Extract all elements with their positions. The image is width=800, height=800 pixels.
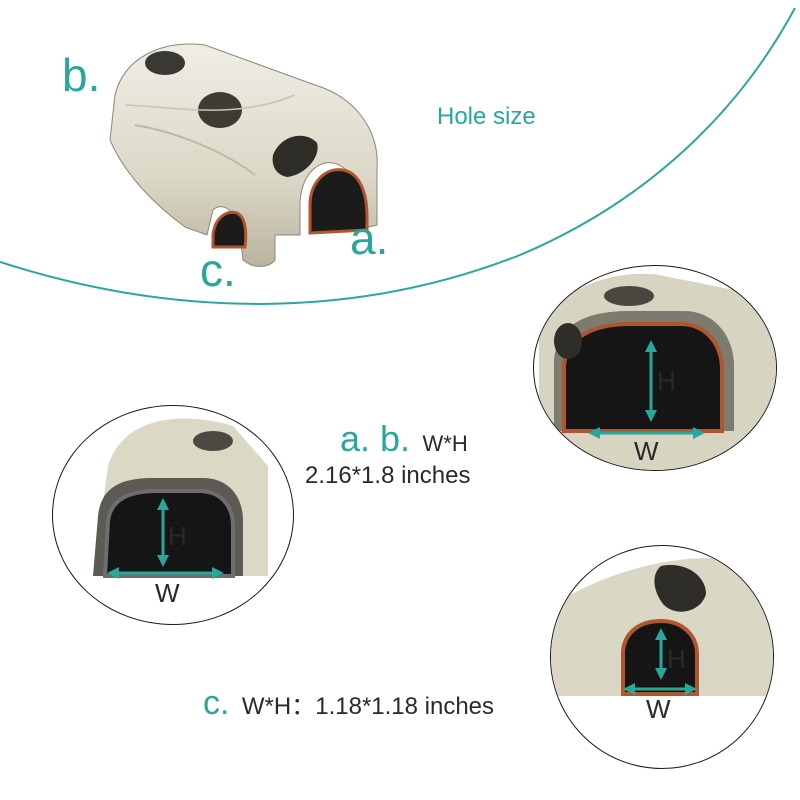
detail-large-right-image	[539, 273, 776, 470]
c-spec-label: c.	[203, 684, 230, 722]
label-c: c.	[200, 244, 236, 296]
w-label: W	[634, 436, 659, 466]
w-label: W	[155, 578, 180, 608]
w-label: W	[646, 694, 671, 724]
hole-size-title: Hole size	[437, 103, 536, 130]
ab-spec-dims-label: W*H	[422, 431, 468, 456]
ab-spec-value: 2.16*1.8 inches	[305, 462, 471, 489]
h-label: H	[657, 366, 676, 396]
h-label: H	[667, 644, 686, 674]
detail-large-left-image	[93, 418, 268, 579]
detail-large-right: H W	[533, 265, 777, 471]
detail-small: H W	[550, 545, 774, 769]
product-log-image	[109, 43, 378, 267]
label-b: b.	[62, 49, 101, 101]
detail-large-left: H W	[52, 405, 294, 625]
c-spec-text: W*H：1.18*1.18 inches	[241, 693, 495, 720]
h-label: H	[168, 521, 187, 551]
ab-spec: a. b. W*H	[340, 418, 468, 460]
ab-spec-label: a. b.	[340, 418, 411, 459]
label-a: a.	[350, 212, 389, 264]
detail-small-image	[551, 557, 773, 696]
c-spec: c. W*H：1.18*1.18 inches	[203, 684, 494, 723]
